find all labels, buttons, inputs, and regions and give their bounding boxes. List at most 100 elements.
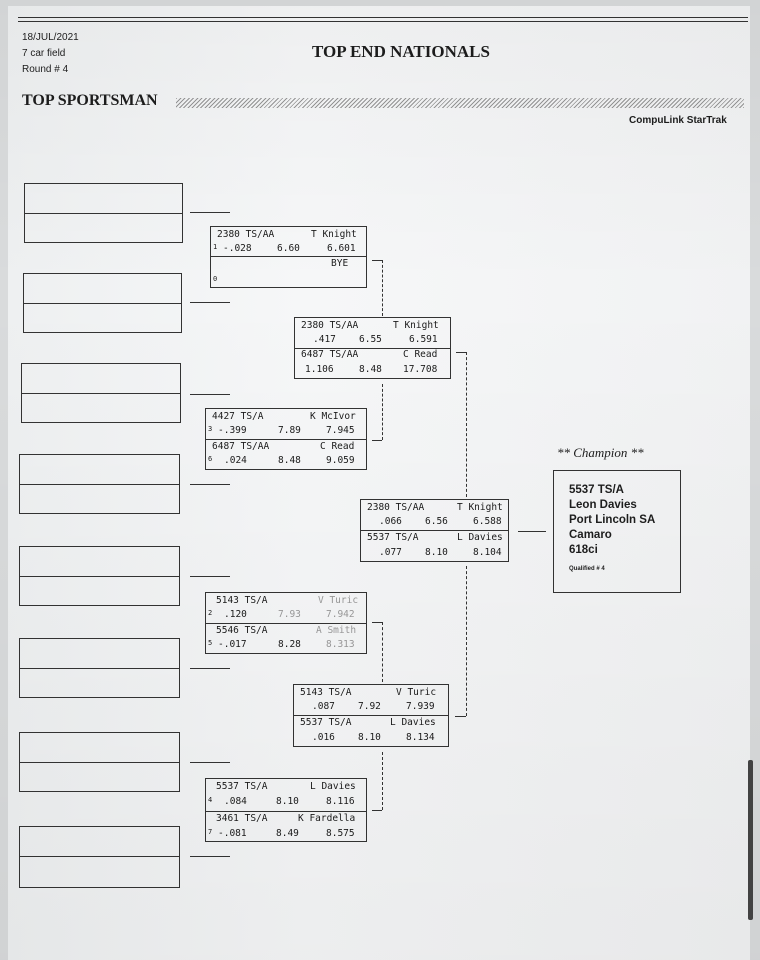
car-number: 5537 TS/A <box>367 532 419 543</box>
reaction-time: -.017 <box>218 639 247 650</box>
elapsed-time: 7.942 <box>326 609 355 620</box>
champion-model: Camaro <box>569 529 612 541</box>
dial-in: 8.48 <box>278 455 301 466</box>
driver-name: V Turic <box>318 595 359 606</box>
lane-number: 4 <box>208 796 213 804</box>
car-number: 4427 TS/A <box>212 411 264 422</box>
elapsed-time: 8.575 <box>326 828 355 839</box>
scrollbar[interactable] <box>748 760 753 920</box>
driver-name: C Read <box>403 349 438 360</box>
car-number: 6487 TS/AA <box>212 441 270 452</box>
reaction-time: .024 <box>224 455 247 466</box>
lane-number: 2 <box>208 609 213 617</box>
dial-in: 8.10 <box>425 547 448 558</box>
top-rule-2 <box>18 21 748 22</box>
bracket-line <box>518 531 546 532</box>
reaction-time: .417 <box>313 334 336 345</box>
car-number: 2380 TS/AA <box>217 229 275 240</box>
elapsed-time: 8.116 <box>326 796 355 807</box>
dial-in: 8.48 <box>359 364 382 375</box>
dial-in: 8.28 <box>278 639 301 650</box>
entry-box <box>19 454 180 514</box>
car-number: 2380 TS/AA <box>301 320 359 331</box>
champion-driver: Leon Davies <box>569 499 637 511</box>
elapsed-time: 8.313 <box>326 639 355 650</box>
bracket-line <box>372 440 382 441</box>
driver-name: BYE <box>331 258 349 269</box>
field-size: 7 car field <box>22 48 66 59</box>
lane-number: 6 <box>208 455 213 463</box>
bracket-line <box>372 810 382 811</box>
driver-name: T Knight <box>393 320 439 331</box>
bracket-line <box>466 566 467 716</box>
dial-in: 8.10 <box>276 796 299 807</box>
bracket-line <box>382 752 383 810</box>
event-title: TOP END NATIONALS <box>312 42 490 61</box>
lane-number: 7 <box>208 828 213 836</box>
connector-line <box>190 394 230 395</box>
car-number: 5546 TS/A <box>216 625 268 636</box>
elapsed-time: 8.134 <box>406 732 435 743</box>
entry-box <box>19 638 180 698</box>
connector-line <box>190 668 230 669</box>
results-sheet <box>8 6 750 960</box>
entry-box <box>19 826 180 888</box>
reaction-time: .066 <box>379 516 402 527</box>
lane-number: 5 <box>208 639 213 647</box>
car-number: 5143 TS/A <box>300 687 352 698</box>
driver-name: C Read <box>320 441 355 452</box>
dial-in: 6.56 <box>425 516 448 527</box>
reaction-time: .087 <box>312 701 335 712</box>
entry-box <box>19 546 180 606</box>
bracket-line <box>466 352 467 497</box>
bracket-line <box>382 384 383 440</box>
dial-in: 6.60 <box>277 243 300 254</box>
car-number: 2380 TS/AA <box>367 502 425 513</box>
bracket-line <box>455 716 466 717</box>
class-title: TOP SPORTSMAN <box>22 92 158 109</box>
driver-name: T Knight <box>457 502 503 513</box>
dial-in: 8.10 <box>358 732 381 743</box>
dial-in: 8.49 <box>276 828 299 839</box>
champion-engine: 618ci <box>569 544 598 556</box>
reaction-time: 1.106 <box>305 364 334 375</box>
driver-name: L Davies <box>310 781 356 792</box>
reaction-time: .120 <box>224 609 247 620</box>
champion-box: 5537 TS/A Leon Davies Port Lincoln SA Ca… <box>553 470 681 593</box>
car-number: 5537 TS/A <box>300 717 352 728</box>
entry-box <box>21 363 181 423</box>
car-number: 3461 TS/A <box>216 813 268 824</box>
champion-label: ** Champion ** <box>557 445 644 460</box>
entry-box <box>23 273 182 333</box>
entry-box <box>19 732 180 792</box>
reaction-time: -.081 <box>218 828 247 839</box>
dial-in: 7.92 <box>358 701 381 712</box>
connector-line <box>190 576 230 577</box>
top-rule <box>18 17 748 18</box>
dial-in: 7.93 <box>278 609 301 620</box>
timing-system-brand: CompuLink StarTrak <box>629 115 727 126</box>
champion-qualified: Qualified # 4 <box>569 566 605 572</box>
reaction-time: -.028 <box>223 243 252 254</box>
lane-number: 0 <box>213 275 218 283</box>
bracket-line <box>456 352 466 353</box>
event-date: 18/JUL/2021 <box>22 32 79 43</box>
dial-in: 7.89 <box>278 425 301 436</box>
connector-line <box>190 484 230 485</box>
bracket-line <box>372 622 382 623</box>
connector-line <box>190 302 230 303</box>
elapsed-time: 9.059 <box>326 455 355 466</box>
elapsed-time: 6.591 <box>409 334 438 345</box>
driver-name: L Davies <box>390 717 436 728</box>
reaction-time: .016 <box>312 732 335 743</box>
driver-name: K McIvor <box>310 411 356 422</box>
driver-name: L Davies <box>457 532 503 543</box>
lane-number: 1 <box>213 243 218 251</box>
bracket-line <box>372 260 382 261</box>
